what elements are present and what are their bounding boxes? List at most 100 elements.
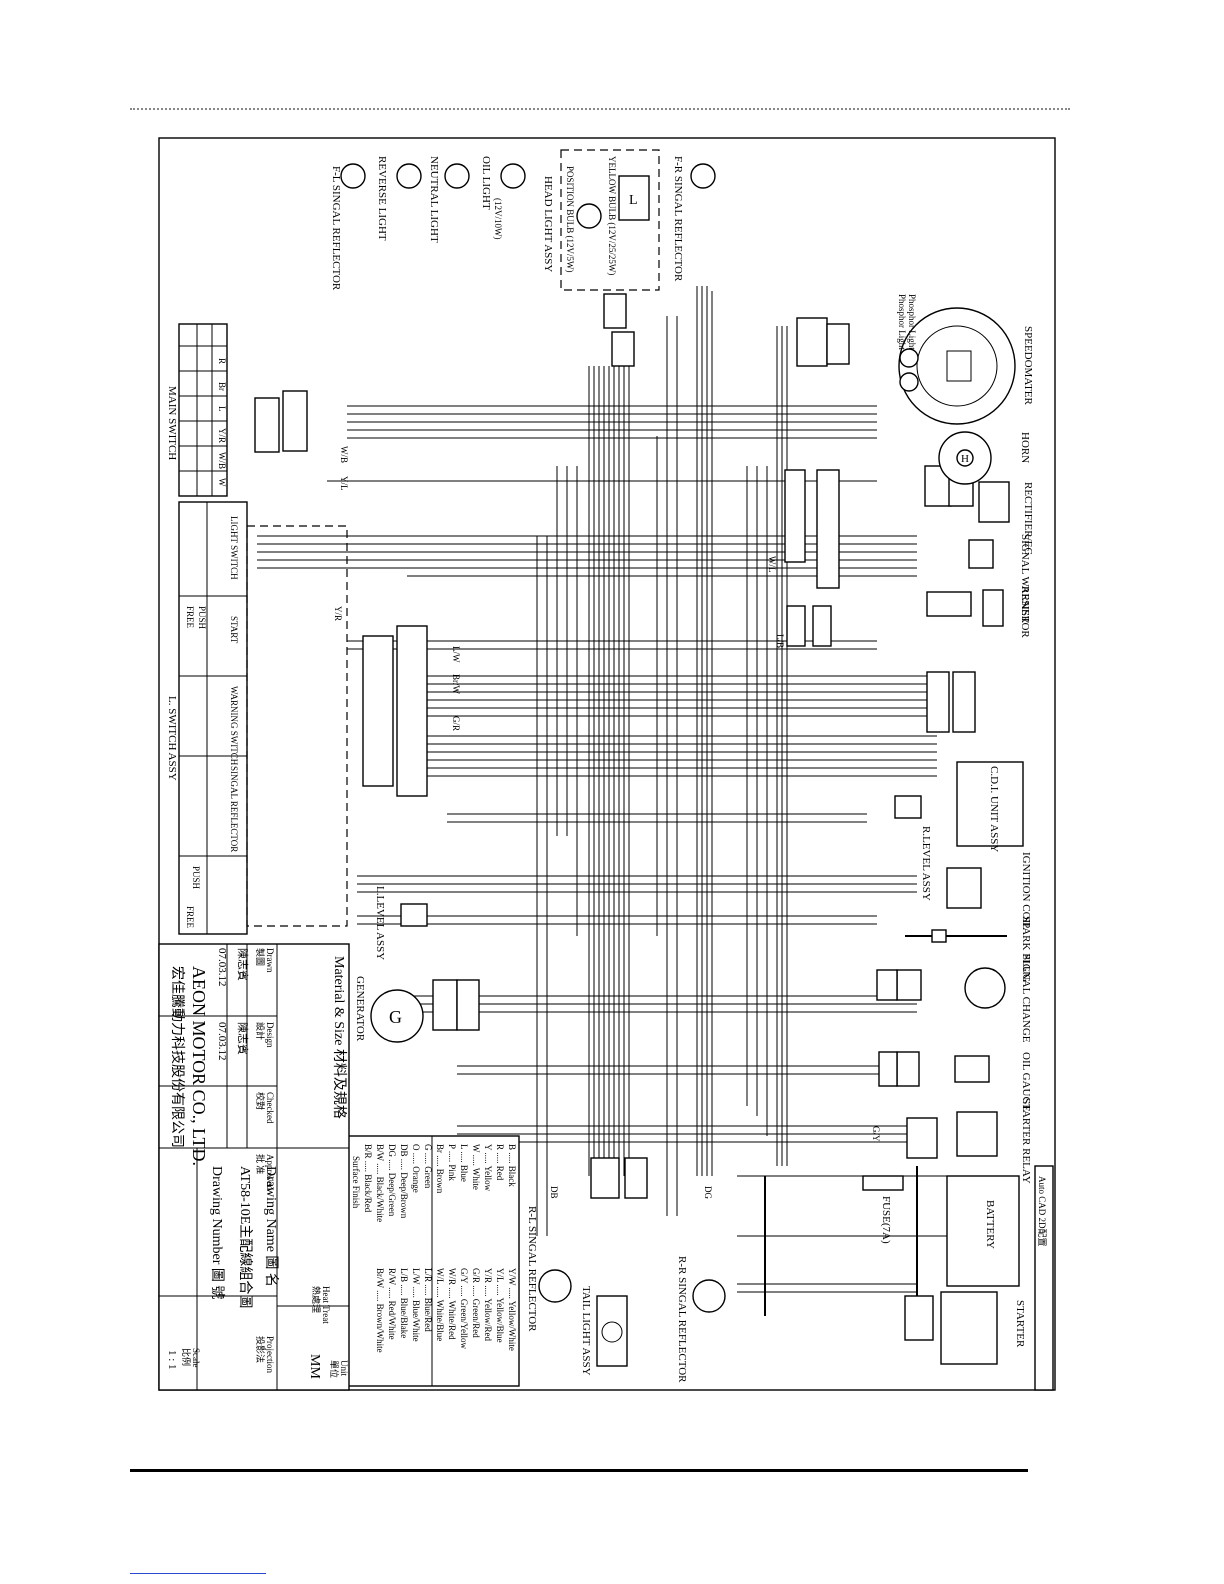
- svg-text:WARNING SWITCH: WARNING SWITCH: [229, 686, 239, 766]
- l-switch-assy: LIGHT SWITCH START WARNING SWITCH SINGAL…: [166, 501, 348, 935]
- svg-text:L: L: [629, 193, 638, 208]
- svg-text:陳志賓: 陳志賓: [236, 1022, 250, 1055]
- svg-text:R: R: [217, 358, 227, 364]
- svg-text:W/B: W/B: [339, 446, 349, 463]
- svg-text:G/R: G/R: [451, 716, 461, 731]
- main-switch: R Br L Y/R W/B W MAIN SWITCH: [166, 323, 228, 497]
- svg-text:DG: DG: [703, 1186, 713, 1199]
- svg-text:G/Y: G/Y: [871, 1126, 881, 1142]
- svg-text:W/L: W/L: [767, 556, 777, 573]
- oil-light-label: OIL LIGHT: [480, 156, 492, 210]
- legend-entry: L/R ..... Blue/Red: [423, 1268, 433, 1332]
- legend-entry: B/W ..... Black/White: [375, 1144, 385, 1222]
- rr-signal-label: R-R SINGAL REFLECTOR: [676, 1256, 688, 1383]
- svg-text:Checked: Checked: [265, 1092, 275, 1124]
- oil-gauge: OIL GAUGE: [954, 1052, 1032, 1111]
- l-level: L.LEVEL ASSY: [374, 886, 428, 960]
- rectifier: RECTIFIER/EC: [978, 481, 1034, 555]
- bulb-rating-label: (12V/10W): [493, 198, 503, 240]
- fuse-label: FUSE(7A): [880, 1196, 892, 1244]
- title-block: Material & Size 材料及規格 Surface Finish Hea…: [158, 943, 361, 1391]
- legend-entry: Y/L ..... Yellow/Blue: [495, 1268, 505, 1343]
- tail-light: TAIL LIGHT ASSY: [580, 1286, 628, 1376]
- footer-rule: [130, 1469, 1028, 1472]
- r-level-label: R.LEVEL ASSY: [920, 826, 932, 901]
- signal-warner: SIGNAL WARNER: [968, 534, 1031, 624]
- starter: STARTER: [940, 1291, 1026, 1365]
- svg-text:Projection: Projection: [265, 1336, 275, 1373]
- legend-entry: L/B ..... Blue/Blake: [399, 1268, 409, 1338]
- legend-entry: O ..... Orange: [411, 1144, 421, 1193]
- svg-text:比例: 比例: [181, 1348, 192, 1366]
- svg-text:LIGHT SWITCH: LIGHT SWITCH: [229, 516, 239, 580]
- svg-text:L: L: [217, 406, 227, 412]
- starter-label: STARTER: [1014, 1300, 1026, 1348]
- rectifier-label: RECTIFIER/EC: [1022, 482, 1034, 555]
- oil-gauge-label: OIL GAUGE: [1020, 1052, 1032, 1111]
- svg-text:Auto CAD 2D配置: Auto CAD 2D配置: [1037, 1176, 1047, 1247]
- signal-change-label: SIGNAL CHANGE: [1020, 954, 1032, 1043]
- svg-text:製圖: 製圖: [255, 948, 266, 966]
- legend-entry: DG ..... Deep/Green: [387, 1144, 397, 1217]
- legend-entry: G/Y ..... Green/Yellow: [459, 1268, 469, 1349]
- signal-change: SIGNAL CHANGE: [964, 954, 1032, 1043]
- svg-text:PUSH: PUSH: [191, 866, 201, 890]
- connectors: [254, 293, 976, 1341]
- fuse: FUSE(7A): [862, 1175, 904, 1244]
- neutral-light-label: NEUTRAL LIGHT: [428, 156, 440, 243]
- legend-entry: P ..... Pink: [447, 1144, 457, 1181]
- svg-text:H: H: [961, 453, 969, 465]
- svg-text:FREE: FREE: [185, 906, 195, 929]
- legend-entry: W/L ..... White/Blue: [435, 1268, 445, 1341]
- reverse-light-label: REVERSE LIGHT: [376, 156, 388, 241]
- legend-entry: R/W ..... Red/White: [387, 1268, 397, 1340]
- horn-label: HORN: [1019, 432, 1031, 463]
- drawing-name: AT58-10E主配線組合圖: [237, 1166, 253, 1308]
- svg-text:陳志賓: 陳志賓: [236, 948, 250, 981]
- header-rule: [130, 108, 1070, 110]
- svg-text:Scale: Scale: [191, 1348, 201, 1368]
- wire-harness: [257, 286, 957, 1316]
- svg-text:Drawing Number 圖 號: Drawing Number 圖 號: [209, 1166, 225, 1299]
- svg-text:Y/R: Y/R: [217, 428, 227, 443]
- phosphor-light-label-1: Phosphor Light: [897, 294, 907, 350]
- legend-entry: DB ..... Deep/Brown: [399, 1144, 409, 1219]
- svg-text:設計: 設計: [255, 1022, 266, 1040]
- fl-signal-label: F-L SINGAL REFLECTOR: [330, 166, 342, 291]
- svg-text:批 准: 批 准: [255, 1154, 266, 1174]
- svg-text:DB: DB: [549, 1186, 559, 1199]
- legend-entry: G ..... Green: [423, 1144, 433, 1189]
- yellow-bulb-label: YELLOW BULB (12V/25/25W): [607, 156, 617, 275]
- svg-text:Surface Finish: Surface Finish: [351, 1156, 361, 1209]
- position-bulb-label: POSITION BULB (12V/5W): [565, 166, 575, 273]
- svg-text:07.03.12: 07.03.12: [216, 1022, 228, 1061]
- svg-text:MM: MM: [307, 1354, 322, 1379]
- svg-text:Br: Br: [217, 382, 227, 391]
- cdi-unit: C.D.I. UNIT ASSY: [956, 761, 1024, 852]
- speedometer: SPEEDOMATER Phosphor Light Phosphor Ligh…: [897, 294, 1034, 425]
- cdi-label: C.D.I. UNIT ASSY: [988, 766, 1000, 852]
- legend-entry: Br/W ..... Brown/White: [375, 1268, 385, 1353]
- svg-text:單位: 單位: [329, 1360, 340, 1378]
- svg-text:1 : 1: 1 : 1: [166, 1350, 178, 1370]
- svg-text:Design: Design: [265, 1022, 275, 1048]
- legend-entry: G/R ..... Green/Red: [471, 1268, 481, 1338]
- svg-text:投影法: 投影法: [255, 1336, 266, 1363]
- signal-warner-label: SIGNAL WARNER: [1019, 534, 1031, 624]
- legend-entry: Y/R ..... Yellow/Red: [483, 1268, 493, 1342]
- svg-text:Drawing Name 圖 名: Drawing Name 圖 名: [263, 1166, 279, 1287]
- material-label: Material & Size 材料及規格: [331, 956, 347, 1119]
- svg-text:Y/L: Y/L: [339, 476, 349, 491]
- legend-entry: B/R ..... Black/Red: [363, 1144, 373, 1213]
- svg-text:Heat Treat: Heat Treat: [321, 1286, 331, 1324]
- battery: BATTERY: [946, 1175, 1020, 1287]
- legend-entry: B ..... Black: [507, 1144, 517, 1187]
- l-switch-label: L. SWITCH ASSY: [166, 696, 178, 781]
- svg-text:L/B: L/B: [775, 634, 785, 648]
- svg-text:熱處理: 熱處理: [311, 1286, 322, 1313]
- footer-link-underline: [130, 1573, 266, 1574]
- spark-plug-label: SPARK PLUG: [1020, 916, 1032, 982]
- r-level: R.LEVEL ASSY: [894, 795, 932, 901]
- svg-text:07.03.12: 07.03.12: [216, 948, 228, 987]
- svg-text:Unit: Unit: [339, 1360, 349, 1377]
